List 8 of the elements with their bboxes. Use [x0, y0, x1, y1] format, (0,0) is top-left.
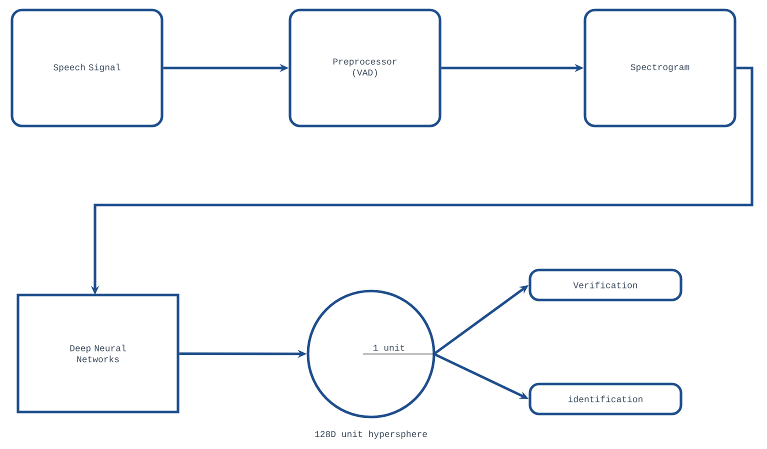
process-box: Spectrogram	[584, 8, 736, 128]
process-box: Speech Signal	[10, 8, 164, 128]
node-label: 128D unit hypersphere	[315, 430, 427, 439]
radius-label: 1 unit	[374, 344, 404, 351]
process-box: Deep Neural Networks	[16, 294, 180, 414]
output-box: identification	[528, 382, 682, 416]
output-box: Verification	[528, 268, 682, 302]
process-box: Preprocessor (VAD)	[288, 8, 442, 128]
